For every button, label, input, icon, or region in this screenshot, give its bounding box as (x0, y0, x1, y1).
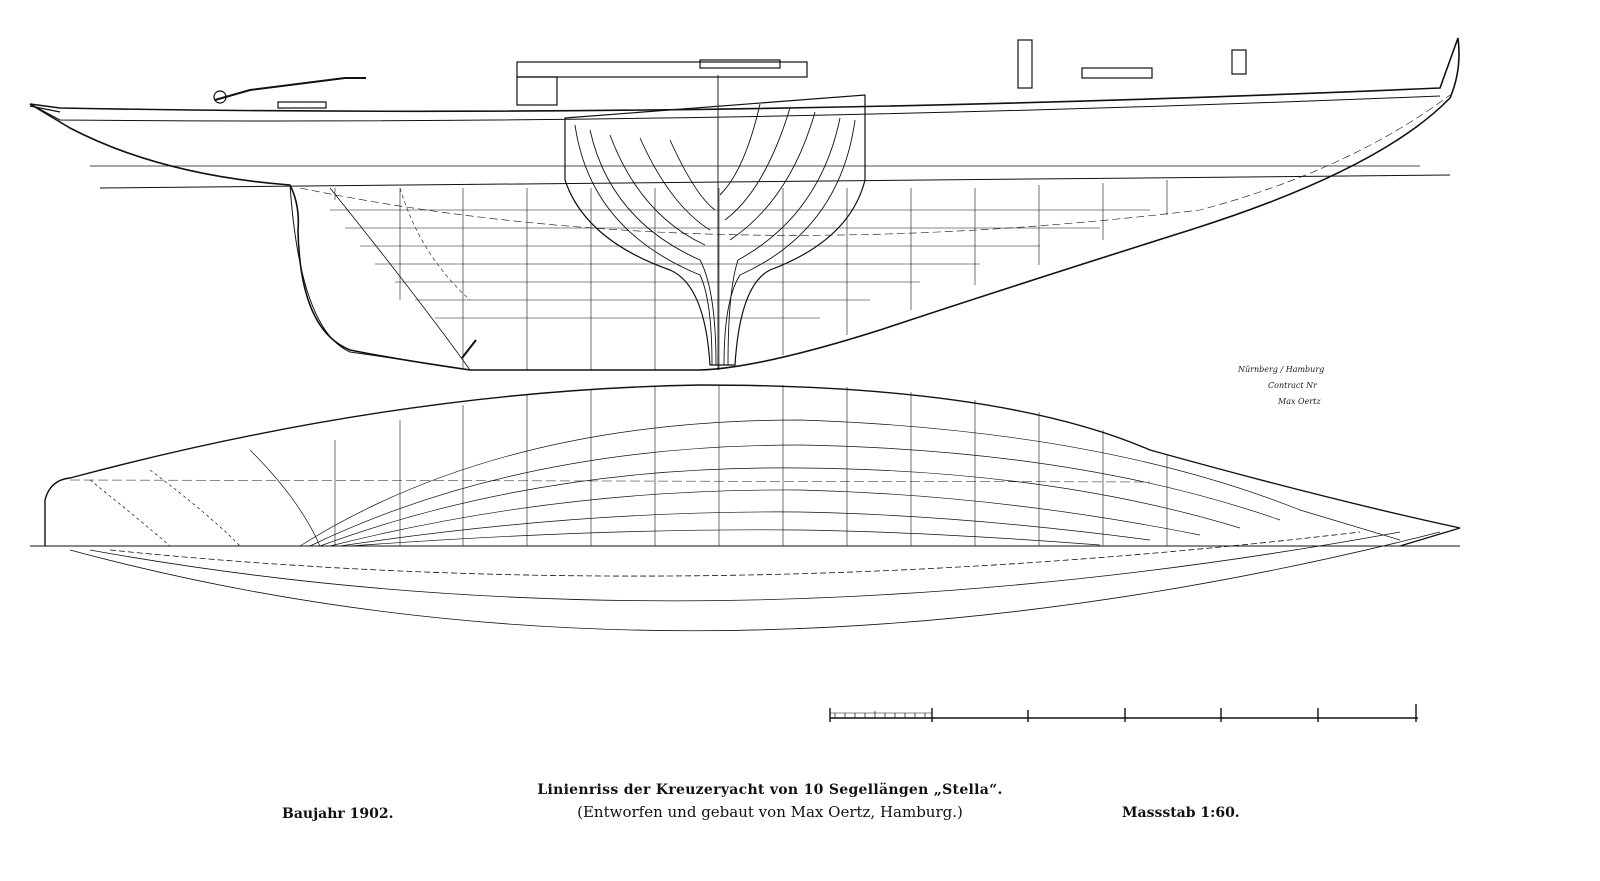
half-breadth-plan (30, 384, 1461, 632)
signature-line: Nürnberg / Hamburg (1238, 365, 1325, 374)
sheer-plan (29, 37, 1460, 371)
body-plan (564, 75, 866, 370)
waterlines (330, 209, 1150, 319)
drawing-title: Linienriss der Kreuzeryacht von 10 Segel… (537, 782, 1003, 798)
signature-line: Max Oertz (1278, 397, 1321, 406)
scale-bar[interactable] (829, 704, 1418, 722)
build-year: Baujahr 1902. (282, 806, 394, 822)
drawing-subtitle: (Entworfen und gebaut von Max Oertz, Ham… (577, 803, 963, 821)
stations (334, 180, 1168, 370)
diagonals (69, 531, 1441, 632)
signature-line: Contract Nr (1268, 381, 1317, 390)
scale-label: Massstab 1:60. (1122, 805, 1240, 821)
signature: Nürnberg / Hamburg Contract Nr Max Oertz (1238, 362, 1324, 410)
